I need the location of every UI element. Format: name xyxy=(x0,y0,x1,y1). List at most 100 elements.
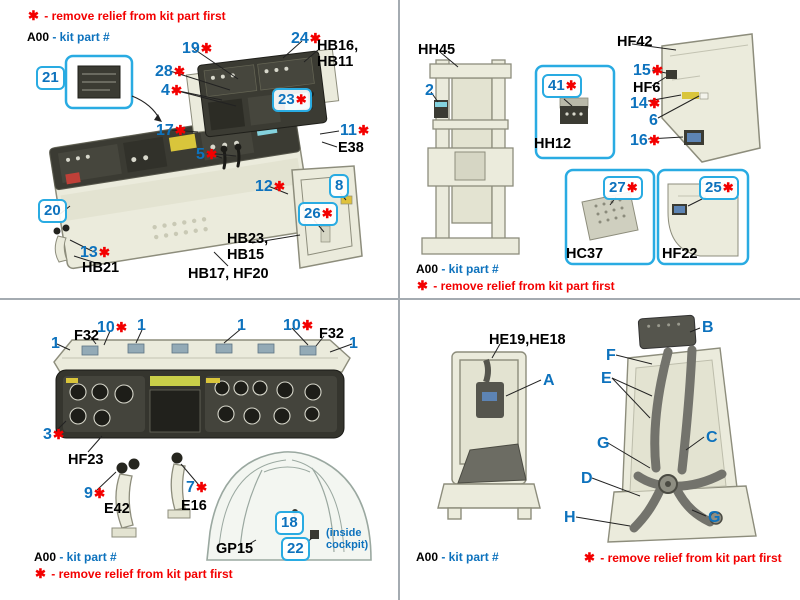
asterisk-icon: ✱ xyxy=(357,123,370,138)
asterisk-icon: ✱ xyxy=(195,480,208,495)
callout-19: 19✱ xyxy=(182,40,213,57)
callout-21: 21 xyxy=(36,66,65,90)
callout-6: 6 xyxy=(649,112,658,129)
callout-15: 15✱ xyxy=(633,62,664,79)
part-label-he19-he18: HE19,HE18 xyxy=(489,332,566,348)
drawing-seat-frame-parts xyxy=(421,33,761,266)
part-label-f32: F32 xyxy=(319,326,344,342)
callout-4: 4✱ xyxy=(161,82,183,99)
part-label-e42: E42 xyxy=(104,501,130,517)
drawing-instrument-panel xyxy=(53,327,372,561)
callout-22: 22 xyxy=(281,537,310,561)
callout-25: 25✱ xyxy=(699,176,740,200)
asterisk-icon: ✱ xyxy=(565,78,577,93)
horizontal-divider xyxy=(0,298,800,300)
callout-10: 10✱ xyxy=(283,317,314,334)
asterisk-icon: ✱ xyxy=(651,63,664,78)
asterisk-icon: ✱ xyxy=(173,64,186,79)
part-label-hb16-hb11: HB16,HB11 xyxy=(317,38,359,71)
asterisk-icon: ✱ xyxy=(28,8,39,23)
callout-1: 1 xyxy=(137,317,146,334)
callout-d: D xyxy=(581,470,593,487)
asterisk-icon: ✱ xyxy=(648,133,661,148)
asterisk-icon: ✱ xyxy=(301,318,314,333)
note-remove-relief: ✱ - remove relief from kit part first xyxy=(35,566,233,581)
note-remove-relief: ✱ - remove relief from kit part first xyxy=(584,550,782,565)
kit-code: A00 xyxy=(27,30,50,44)
callout-g: G xyxy=(597,435,610,452)
kit-code: A00 xyxy=(416,550,439,564)
note-kit-part: A00 - kit part # xyxy=(34,550,117,564)
part-label-hf6: HF6 xyxy=(633,80,661,96)
part-label-hf23: HF23 xyxy=(68,452,104,468)
callout-16: 16✱ xyxy=(630,132,661,149)
asterisk-icon: ✱ xyxy=(309,31,322,46)
callout-h: H xyxy=(564,509,576,526)
kit-label: - kit part # xyxy=(438,262,499,276)
asterisk-icon: ✱ xyxy=(584,550,595,565)
part-label-hb21: HB21 xyxy=(82,260,120,276)
vertical-divider xyxy=(398,0,400,600)
asterisk-icon: ✱ xyxy=(321,206,333,221)
asterisk-icon: ✱ xyxy=(626,180,638,195)
asterisk-icon: ✱ xyxy=(93,486,106,501)
note-kit-part: A00 - kit part # xyxy=(416,550,499,564)
asterisk-icon: ✱ xyxy=(170,83,183,98)
kit-label: - kit part # xyxy=(56,550,117,564)
callout-1: 1 xyxy=(51,335,60,352)
asterisk-icon: ✱ xyxy=(35,566,46,581)
callout-3: 3✱ xyxy=(43,426,65,443)
callout-17: 17✱ xyxy=(156,122,187,139)
part-label-hb17-hf20: HB17, HF20 xyxy=(188,266,269,282)
callout-b: B xyxy=(702,319,714,336)
drawing-ejection-seat xyxy=(437,314,757,543)
part-label-gp15: GP15 xyxy=(216,541,254,557)
callout-20: 20 xyxy=(38,199,67,223)
note-remove-relief: ✱ - remove relief from kit part first xyxy=(417,278,615,293)
callout-5: 5✱ xyxy=(196,146,218,163)
kit-code: A00 xyxy=(416,262,439,276)
asterisk-icon: ✱ xyxy=(115,320,128,335)
callout-g: G xyxy=(708,509,721,526)
callout-9: 9✱ xyxy=(84,485,106,502)
part-label-f32: F32 xyxy=(74,328,99,344)
part-label-hf42: HF42 xyxy=(617,34,653,50)
kit-label: - kit part # xyxy=(49,30,110,44)
note-remove-relief: ✱ - remove relief from kit part first xyxy=(28,8,226,23)
callout-10: 10✱ xyxy=(97,319,128,336)
asterisk-icon: ✱ xyxy=(174,123,187,138)
callout-26: 26✱ xyxy=(298,202,339,226)
asterisk-icon: ✱ xyxy=(205,147,218,162)
callout-13: 13✱ xyxy=(80,244,111,261)
callout-e: E xyxy=(601,370,612,387)
part-label-hh45: HH45 xyxy=(418,42,456,58)
asterisk-icon: ✱ xyxy=(273,179,286,194)
callout-f: F xyxy=(606,347,616,364)
asterisk-icon: ✱ xyxy=(295,92,307,107)
callout-14: 14✱ xyxy=(630,95,661,112)
callout-41: 41✱ xyxy=(542,74,583,98)
callout-23: 23✱ xyxy=(272,88,313,112)
asterisk-icon: ✱ xyxy=(417,278,428,293)
asterisk-icon: ✱ xyxy=(98,245,111,260)
asterisk-icon: ✱ xyxy=(200,41,213,56)
callout-7: 7✱ xyxy=(186,479,208,496)
callout-24: 24✱ xyxy=(291,30,322,47)
callout-2: 2 xyxy=(425,82,434,99)
callout-a: A xyxy=(543,372,555,389)
note-kit-part: A00 - kit part # xyxy=(27,30,110,44)
callout-1: 1 xyxy=(237,317,246,334)
part-label-e16: E16 xyxy=(181,498,207,514)
callout-18: 18 xyxy=(275,511,304,535)
callout-1: 1 xyxy=(349,335,358,352)
part-label-hb23-hb15: HB23,HB15 xyxy=(227,231,269,264)
part-label-hh12: HH12 xyxy=(534,136,572,152)
callout-27: 27✱ xyxy=(603,176,644,200)
asterisk-icon: ✱ xyxy=(722,180,734,195)
callout-8: 8 xyxy=(329,174,350,198)
asterisk-icon: ✱ xyxy=(648,96,661,111)
part-label-hc37: HC37 xyxy=(566,246,604,262)
part-label-hf22: HF22 xyxy=(662,246,698,262)
